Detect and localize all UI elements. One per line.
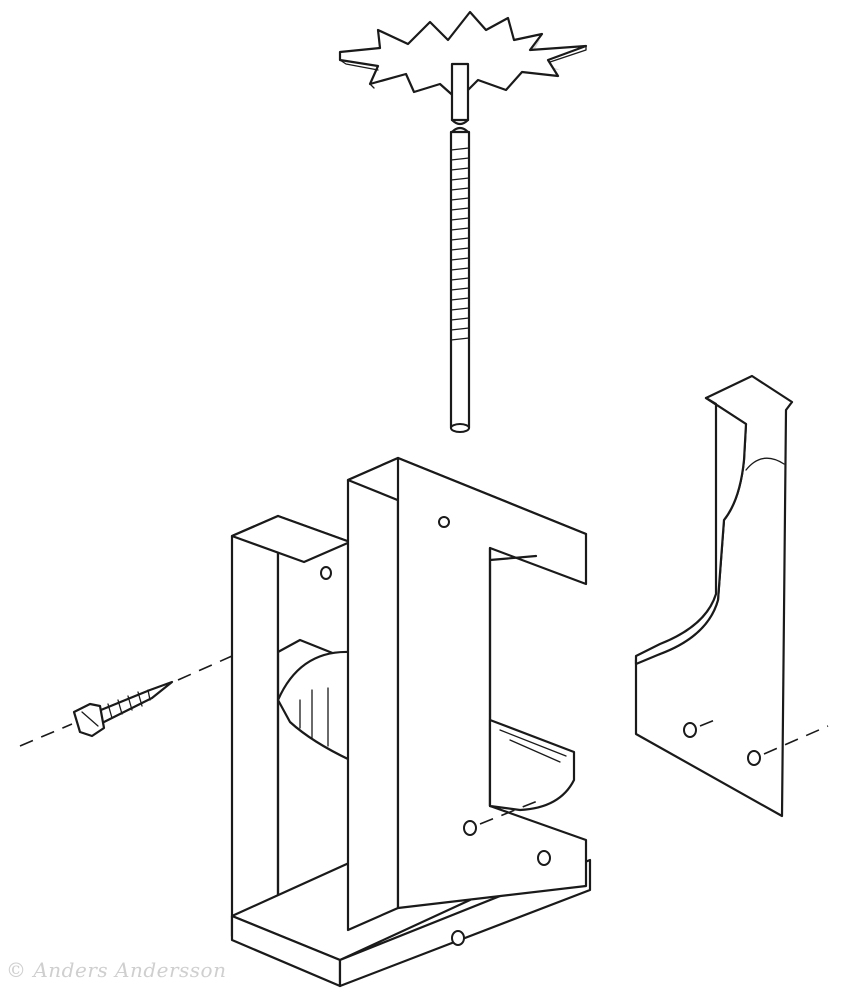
front-column-side: [396, 456, 588, 910]
inner-channel-lines: [299, 687, 329, 747]
bracket-axis-1: [479, 717, 721, 825]
hole-back-post: [320, 566, 332, 580]
bracket-hole-2: [747, 750, 761, 766]
back-post-front: [230, 514, 280, 938]
hole-lower-1: [463, 820, 477, 836]
screw-head: [72, 702, 106, 738]
screw-thread: [107, 689, 151, 719]
screw-part: [72, 680, 174, 738]
rod-neck: [450, 118, 470, 134]
rod-collar: [450, 62, 470, 122]
screw-axis: [19, 723, 73, 747]
hole-base: [451, 930, 465, 946]
screw-body: [94, 680, 174, 726]
frame-part: [230, 456, 592, 988]
lower-arm-lines: [499, 729, 567, 763]
bracket-axis-2: [763, 725, 829, 755]
center-lines: [19, 655, 829, 825]
bracket-hole-1: [683, 722, 697, 738]
bracket-edge: [634, 396, 748, 666]
credit-watermark: © Anders Andersson: [6, 958, 227, 982]
screw-axis-to-frame: [177, 655, 233, 681]
side-bracket-part: [634, 374, 794, 818]
rod-thread-lines: [450, 147, 470, 341]
screw-slot: [81, 711, 99, 727]
inner-channel: [276, 650, 352, 762]
star-disc: [338, 10, 588, 102]
star-rim: [339, 45, 587, 89]
lower-arm: [488, 718, 576, 812]
front-column-face: [346, 456, 400, 932]
rod-end: [450, 423, 470, 433]
star-rod-part: [338, 10, 588, 433]
hole-column-top: [438, 516, 450, 528]
hole-lower-2: [537, 850, 551, 866]
bracket-curve: [745, 457, 785, 471]
